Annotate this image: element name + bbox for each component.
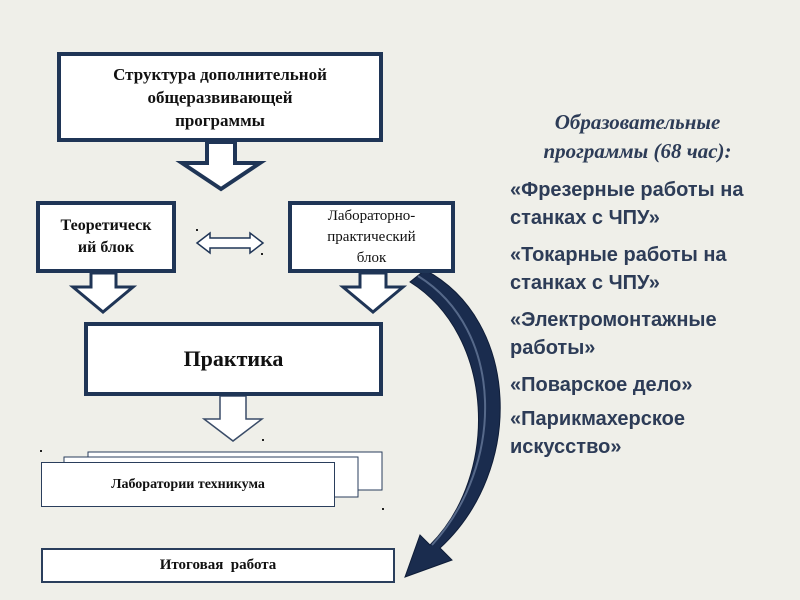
lab-line-1: Лабораторно- <box>327 207 416 224</box>
program-item: «Токарные работы на станках с ЧПУ» <box>510 244 727 294</box>
programs-panel: Образовательные программы (68 час): «Фре… <box>510 108 765 470</box>
down-arrow-practice <box>201 395 265 442</box>
program-item: «Электромонтажные работы» <box>510 309 717 359</box>
down-arrow-theory <box>68 271 138 314</box>
down-arrow-lab <box>338 271 408 314</box>
programs-title: Образовательные программы (68 час): <box>543 110 732 163</box>
structure-box: Структура дополнительной общеразвивающей… <box>57 52 383 142</box>
labs-card-label: Лаборатории техникума <box>111 476 265 492</box>
curved-arrow <box>404 269 501 578</box>
down-arrow-structure <box>175 140 267 192</box>
lab-line-3: блок <box>356 249 387 266</box>
structure-line-2: общеразвивающей <box>147 87 293 107</box>
program-item: «Фрезерные работы на станках с ЧПУ» <box>510 179 744 229</box>
practice-label: Практика <box>183 346 284 371</box>
theory-block-box: Теоретическ ий блок <box>36 201 176 273</box>
structure-line-1: Структура дополнительной <box>113 64 327 84</box>
final-work-label: Итоговая работа <box>159 557 277 573</box>
double-arrow <box>195 231 265 255</box>
program-item: «Парикмахерское искусство» <box>510 408 685 458</box>
practice-box: Практика <box>84 322 383 396</box>
lab-line-2: практический <box>327 228 416 245</box>
lab-practice-block-box: Лабораторно- практический блок <box>288 201 455 273</box>
structure-line-3: программы <box>175 110 265 130</box>
theory-line-1: Теоретическ <box>60 217 152 234</box>
labs-card: Лаборатории техникума <box>41 462 335 507</box>
program-item: «Поварское дело» <box>510 374 693 396</box>
final-work-box: Итоговая работа <box>41 548 395 583</box>
theory-line-2: ий блок <box>77 239 135 256</box>
